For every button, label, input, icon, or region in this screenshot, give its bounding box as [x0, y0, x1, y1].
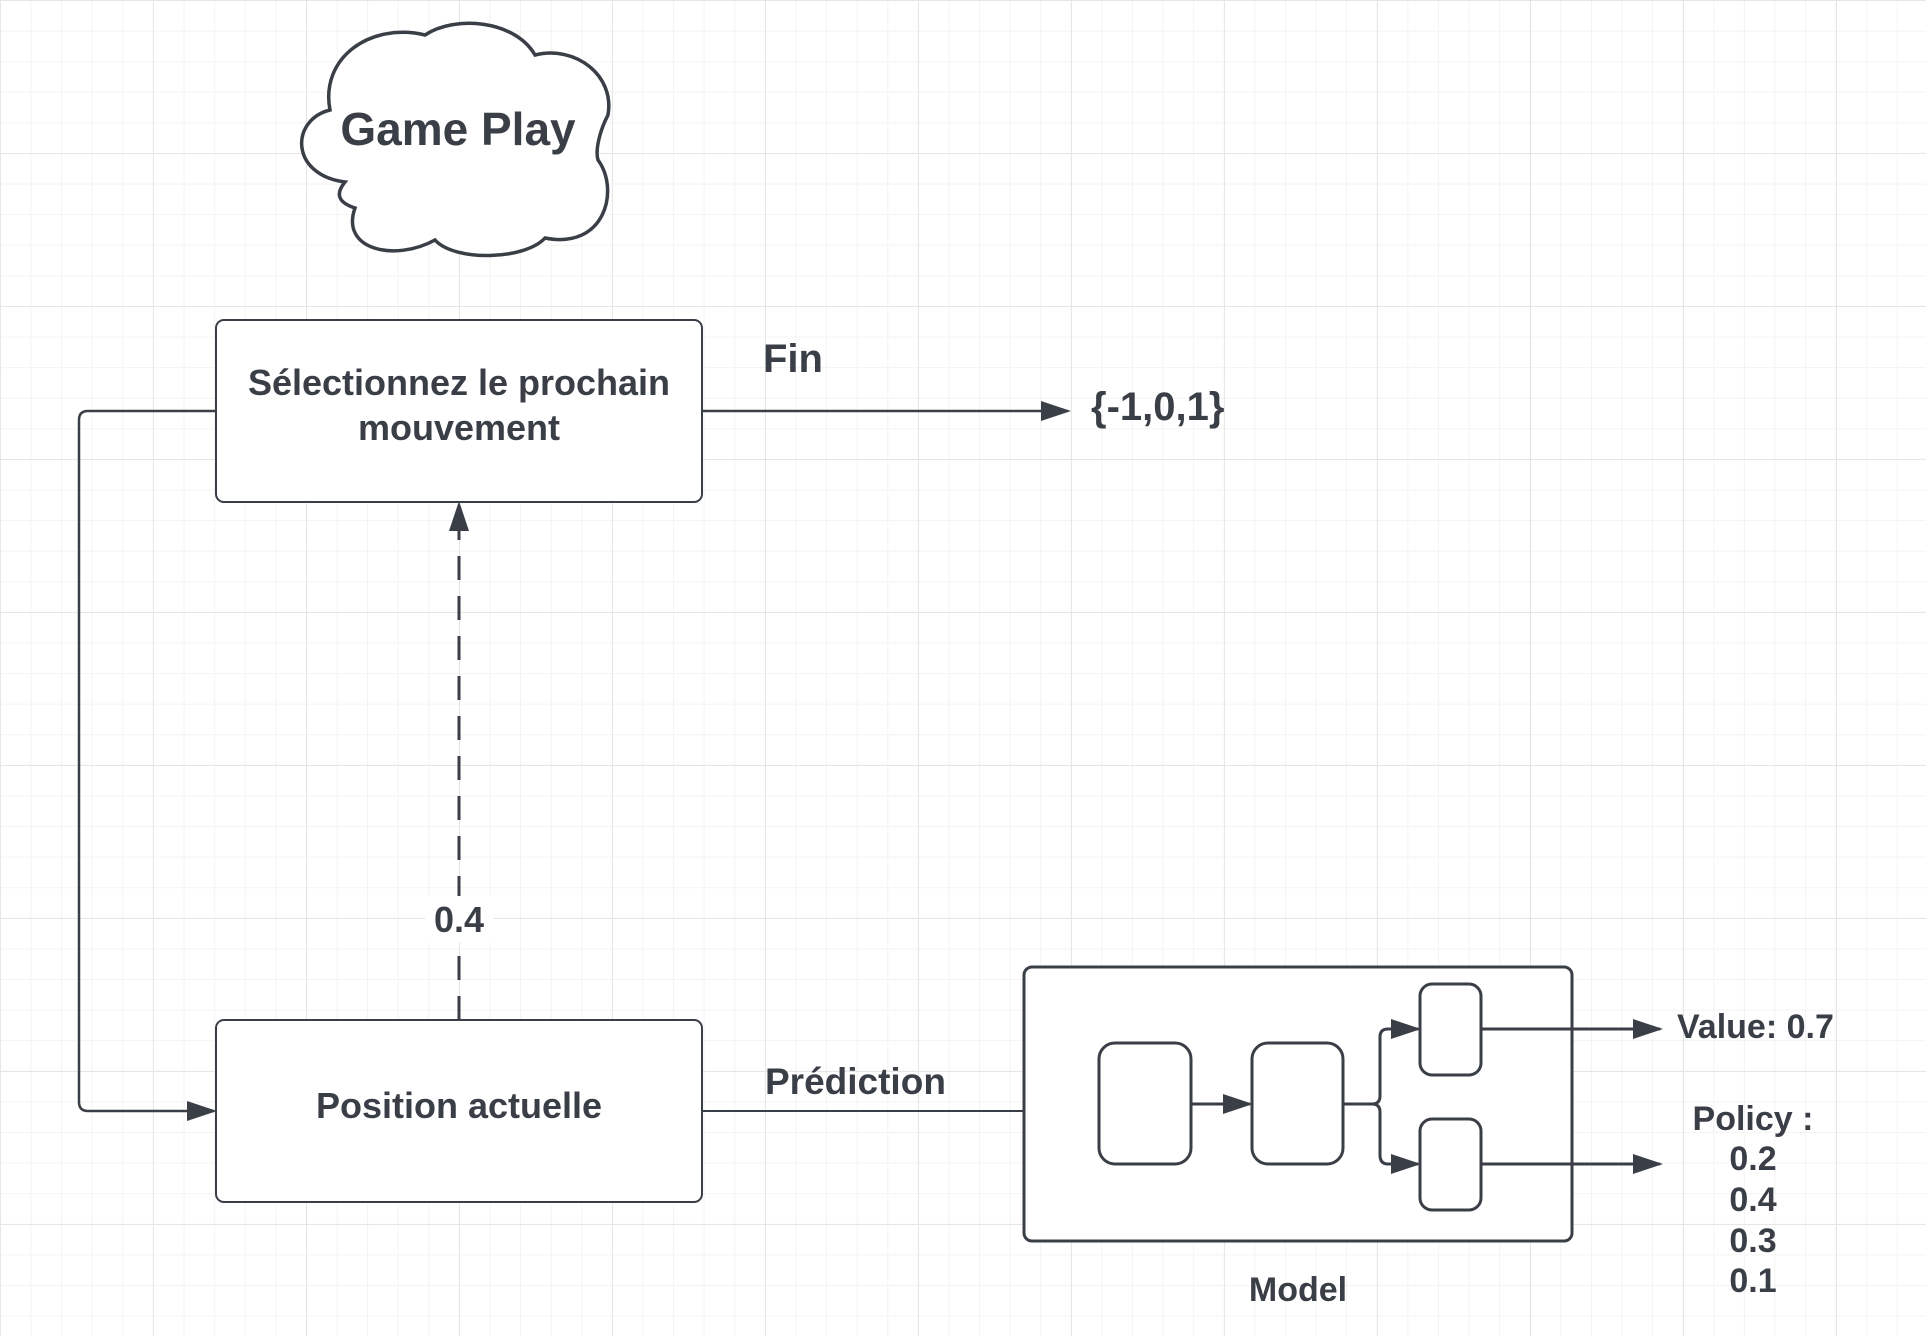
dashed-edge[interactable]: 0.4: [425, 501, 493, 1020]
model-value-head: [1418, 982, 1483, 1077]
loop-back-arrow[interactable]: [77, 409, 217, 1121]
value-output-label: Value: 0.7: [1677, 1008, 1834, 1046]
policy-output[interactable]: Policy : 0.2 0.4 0.3 0.1: [1481, 1100, 1813, 1300]
value-output[interactable]: Value: 0.7: [1481, 1008, 1834, 1046]
select-move-node[interactable]: Sélectionnez le prochain mouvement: [215, 319, 703, 503]
current-position-node[interactable]: Position actuelle: [215, 1019, 703, 1203]
end-edge-label: Fin: [763, 337, 823, 381]
cloud-title: Game Play: [340, 103, 576, 155]
prediction-edge[interactable]: Prédiction: [702, 1061, 1100, 1121]
cloud-shape: [299, 21, 611, 258]
select-move-label-line1: Sélectionnez le prochain: [248, 362, 670, 403]
policy-value: 0.2: [1729, 1140, 1776, 1178]
end-result-label: {-1,0,1}: [1091, 385, 1224, 429]
model-layer-1: [1097, 1041, 1193, 1166]
dashed-label-background: [425, 896, 493, 942]
policy-value: 0.4: [1729, 1181, 1776, 1219]
model-layer-2: [1250, 1041, 1345, 1166]
dashed-edge-label: 0.4: [434, 899, 484, 940]
model-label: Model: [1249, 1271, 1347, 1309]
policy-value: 0.1: [1729, 1262, 1776, 1300]
select-move-label-line2: mouvement: [358, 407, 560, 448]
current-position-label: Position actuelle: [316, 1085, 602, 1126]
game-play-cloud[interactable]: Game Play: [299, 21, 611, 258]
policy-value: 0.3: [1729, 1222, 1776, 1260]
end-edge[interactable]: Fin {-1,0,1}: [702, 337, 1224, 429]
model-policy-head: [1418, 1117, 1483, 1212]
model-branch-link: [1343, 1027, 1418, 1166]
prediction-label: Prédiction: [765, 1061, 946, 1102]
model-node[interactable]: Model: [1022, 965, 1574, 1309]
policy-title: Policy :: [1693, 1100, 1814, 1138]
